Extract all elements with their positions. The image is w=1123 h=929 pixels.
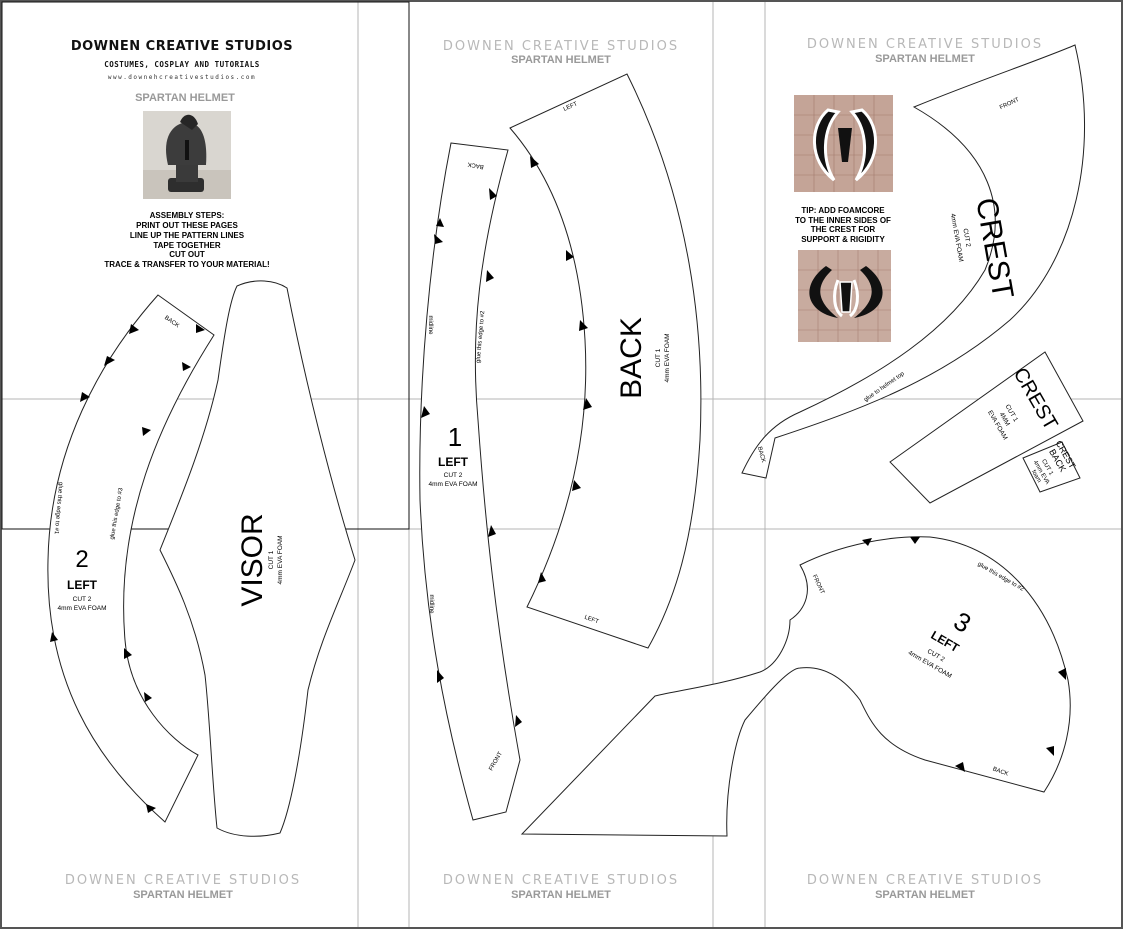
assembly-steps: ASSEMBLY STEPS: PRINT OUT THESE PAGES LI… [104,211,269,269]
watermark-brand: DOWNEN CREATIVE STUDIOS [65,873,301,888]
svg-text:midline: midline [427,315,433,335]
tip-text: TIP: ADD FOAMCORE TO THE INNER SIDES OF … [795,206,891,244]
watermark-project: SPARTAN HELMET [875,889,975,901]
svg-text:4mm EVA FOAM: 4mm EVA FOAM [58,605,107,612]
project-title: SPARTAN HELMET [135,92,235,104]
svg-text:CUT 2: CUT 2 [73,596,92,603]
svg-text:glue this edge to #1: glue this edge to #1 [53,482,64,535]
svg-text:SUPPORT & RIGIDITY: SUPPORT & RIGIDITY [801,235,885,244]
svg-text:BACK: BACK [467,161,484,170]
watermark-brand: DOWNEN CREATIVE STUDIOS [443,39,679,54]
svg-text:midline: midline [428,594,434,614]
svg-text:LEFT: LEFT [583,615,599,626]
helmet-photo [143,111,231,199]
piece-crest-back: CREST BACK CUT 1 4mm EVA foam [1022,439,1081,493]
svg-text:LINE UP THE PATTERN LINES: LINE UP THE PATTERN LINES [130,231,245,240]
watermark-brand: DOWNEN CREATIVE STUDIOS [443,873,679,888]
svg-text:TIP: ADD FOAMCORE: TIP: ADD FOAMCORE [801,206,885,215]
svg-text:4mm EVA FOAM: 4mm EVA FOAM [429,481,478,488]
piece-back: LEFT BACK CUT 1 4mm EVA FOAM LEFT [509,73,702,649]
brand-tagline: COSTUMES, COSPLAY AND TUTORIALS [104,60,259,69]
brand-url: www.downehcreativestudios.com [108,74,256,81]
piece-crest: FRONT CREST CUT 2 4mm EVA FOAM glue to h… [741,44,1085,479]
watermark-project: SPARTAN HELMET [875,53,975,65]
back-title: BACK [615,317,648,399]
title-block: DOWNEN CREATIVE STUDIOS COSTUMES, COSPLA… [71,39,293,269]
brand-name: DOWNEN CREATIVE STUDIOS [71,39,293,54]
svg-text:LEFT: LEFT [563,101,579,113]
svg-text:THE CREST FOR: THE CREST FOR [811,225,876,234]
svg-text:4mm EVA FOAM: 4mm EVA FOAM [664,334,671,383]
svg-text:LEFT: LEFT [67,578,98,592]
piece-crest-2: CREST CUT 1 4MM EVA FOAM [889,351,1084,504]
svg-text:TO THE INNER SIDES OF: TO THE INNER SIDES OF [795,216,891,225]
svg-text:BACK: BACK [992,766,1009,777]
watermark-brand: DOWNEN CREATIVE STUDIOS [807,37,1043,52]
piece-2-left: BACK glue this edge to #1 glue this edge… [47,294,215,823]
svg-text:CUT OUT: CUT OUT [169,250,205,259]
crest-photo-2 [798,250,891,342]
piece-visor: VISOR CUT 1 4mm EVA FOAM [159,280,356,837]
piece-1-number: 1 [448,422,462,452]
piece-3-left: FRONT glue this edge to #2 3 LEFT CUT 2 … [520,536,1071,837]
svg-text:LEFT: LEFT [438,455,469,469]
svg-text:CUT 2: CUT 2 [444,472,463,479]
svg-text:CUT 2: CUT 2 [961,228,971,248]
watermarks: DOWNEN CREATIVE STUDIOS SPARTAN HELMET D… [65,37,1043,901]
svg-text:glue this edge to #2: glue this edge to #2 [476,310,487,363]
piece-1-left: BACK midline glue this edge to #2 1 LEFT… [419,142,522,821]
watermark-project: SPARTAN HELMET [133,889,233,901]
watermark-project: SPARTAN HELMET [511,54,611,66]
svg-text:TAPE TOGETHER: TAPE TOGETHER [153,241,220,250]
svg-text:ASSEMBLY STEPS:: ASSEMBLY STEPS: [150,211,225,220]
piece-2-number: 2 [75,546,88,573]
visor-title: VISOR [236,513,269,606]
svg-text:BACK: BACK [756,446,766,463]
svg-text:CUT 1: CUT 1 [655,348,662,367]
svg-text:foam: foam [1030,469,1042,484]
watermark-brand: DOWNEN CREATIVE STUDIOS [807,873,1043,888]
watermark-project: SPARTAN HELMET [511,889,611,901]
svg-text:4mm EVA FOAM: 4mm EVA FOAM [277,536,284,585]
crest-photo-1 [794,95,893,192]
svg-text:CUT 1: CUT 1 [268,550,275,569]
svg-text:PRINT OUT THESE PAGES: PRINT OUT THESE PAGES [136,221,238,230]
svg-text:TRACE & TRANSFER TO YOUR MATER: TRACE & TRANSFER TO YOUR MATERIAL! [104,260,269,269]
